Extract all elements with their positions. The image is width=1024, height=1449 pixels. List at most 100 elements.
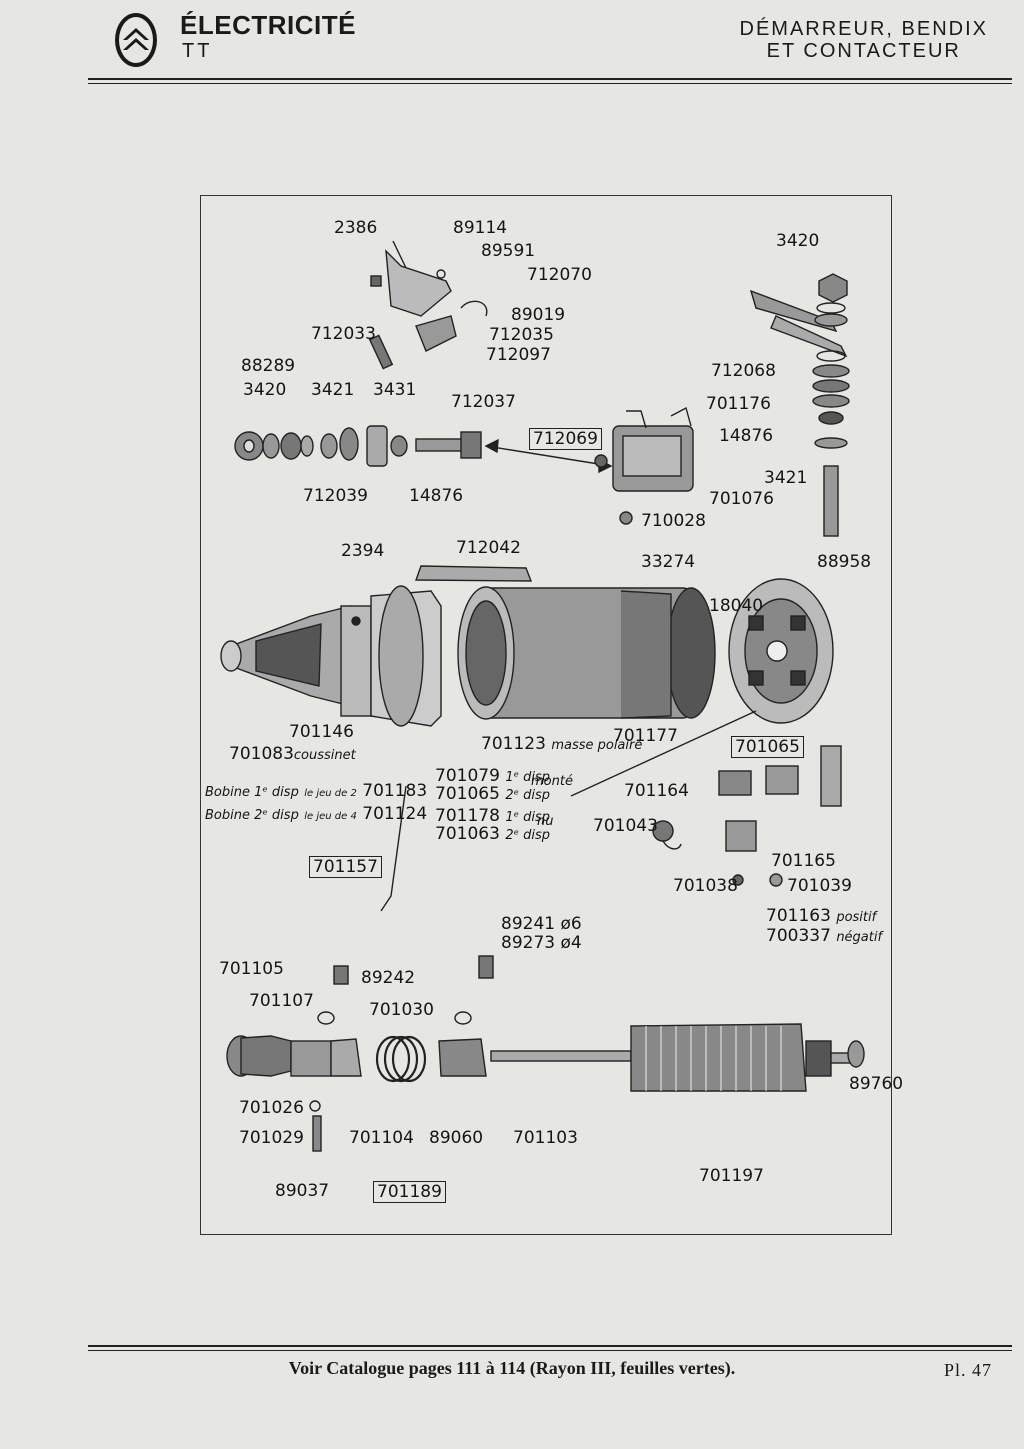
citroen-logo-icon xyxy=(115,13,157,67)
part-712039: 712039 xyxy=(303,486,368,506)
part-18040: 18040 xyxy=(709,596,764,616)
part-701065-number: 701065 xyxy=(435,784,500,804)
part-701163-number: 701163 xyxy=(766,906,831,926)
header-rule-thin xyxy=(88,83,1012,84)
part-89114: 89114 xyxy=(453,218,508,238)
part-89241: 89241 ø6 xyxy=(501,914,582,934)
monte-note: monté xyxy=(531,774,573,789)
section-title: ÉLECTRICITÉ xyxy=(180,10,356,40)
part-88289: 88289 xyxy=(241,356,296,376)
part-701157-box: 701157 xyxy=(309,856,382,878)
part-701123-note: masse polaire xyxy=(551,738,643,753)
part-14876-left: 14876 xyxy=(409,486,464,506)
part-2386: 2386 xyxy=(334,218,378,238)
part-89019: 89019 xyxy=(511,305,566,325)
part-701178-number: 701178 xyxy=(435,806,500,826)
part-700337: 700337 négatif xyxy=(766,926,882,946)
part-712069-box: 712069 xyxy=(529,428,602,450)
part-712042: 712042 xyxy=(456,538,521,558)
bobine-1-label: Bobine 1ᵉ disp xyxy=(205,785,299,800)
part-701043: 701043 xyxy=(593,816,658,836)
bobine-1-number: 701183 xyxy=(362,781,428,801)
part-88958: 88958 xyxy=(817,552,872,572)
part-3420-left: 3420 xyxy=(243,380,287,400)
part-701079-number: 701079 xyxy=(435,766,500,786)
bobine-2-number: 701124 xyxy=(362,804,428,824)
part-710028: 710028 xyxy=(641,511,706,531)
part-701063: 701063 2ᵉ disp xyxy=(435,824,550,844)
part-701063-disp: 2ᵉ disp xyxy=(505,828,551,843)
part-701083: 701083coussinet xyxy=(229,744,356,764)
part-712068: 712068 xyxy=(711,361,776,381)
part-701178: 701178 1ᵉ disp xyxy=(435,806,550,826)
part-33274: 33274 xyxy=(641,552,696,572)
part-89760: 89760 xyxy=(849,1074,904,1094)
part-2394: 2394 xyxy=(341,541,385,561)
model-code: TT xyxy=(182,40,213,62)
part-701107: 701107 xyxy=(249,991,314,1011)
part-701178-disp: 1ᵉ disp xyxy=(505,810,551,825)
part-701063-number: 701063 xyxy=(435,824,500,844)
part-701189-box: 701189 xyxy=(373,1181,446,1203)
part-701176: 701176 xyxy=(706,394,771,414)
part-3421-right: 3421 xyxy=(764,468,808,488)
part-700337-note: négatif xyxy=(836,930,883,945)
part-701146: 701146 xyxy=(289,722,354,742)
footer-rule xyxy=(88,1345,1012,1347)
part-701103: 701103 xyxy=(513,1128,578,1148)
part-701164: 701164 xyxy=(624,781,689,801)
diagram-drawing xyxy=(220,240,865,1152)
part-701079: 701079 1ᵉ disp xyxy=(435,766,550,786)
footer-rule-thin xyxy=(88,1350,1012,1351)
part-701065-disp: 2ᵉ disp xyxy=(505,788,551,803)
part-701083-number: 701083 xyxy=(229,744,294,764)
header-rule xyxy=(88,78,1012,80)
exploded-diagram: 2386 89114 89591 712070 89019 712035 712… xyxy=(200,195,903,1235)
section-heading-line2: ET CONTACTEUR xyxy=(766,40,961,62)
part-3420-right: 3420 xyxy=(776,231,820,251)
plate-number: Pl. 47 xyxy=(943,1360,992,1380)
part-89060: 89060 xyxy=(429,1128,484,1148)
part-700337-number: 700337 xyxy=(766,926,831,946)
part-712033: 712033 xyxy=(311,324,376,344)
part-701104: 701104 xyxy=(349,1128,414,1148)
part-712035: 712035 xyxy=(489,325,554,345)
bobine-2-label: Bobine 2ᵉ disp xyxy=(205,808,299,823)
part-89591: 89591 xyxy=(481,241,536,261)
part-701123-number: 701123 xyxy=(481,734,546,754)
part-701197: 701197 xyxy=(699,1166,764,1186)
part-701065: 701065 2ᵉ disp xyxy=(435,784,550,804)
part-701065-box: 701065 xyxy=(731,736,804,758)
part-712097: 712097 xyxy=(486,345,551,365)
nu-note: nu xyxy=(537,814,554,829)
part-701079-disp: 1ᵉ disp xyxy=(505,770,551,785)
part-701029: 701029 xyxy=(239,1128,304,1148)
part-89242: 89242 xyxy=(361,968,416,988)
bobine-2-row: Bobine 2ᵉ disp le jeu de 4 701124 xyxy=(205,804,427,824)
part-701038: 701038 xyxy=(673,876,738,896)
bobine-1-row: Bobine 1ᵉ disp le jeu de 2 701183 xyxy=(205,781,427,801)
catalogue-reference: Voir Catalogue pages 111 à 114 (Rayon II… xyxy=(288,1358,736,1378)
section-heading: DÉMARREUR, BENDIX ET CONTACTEUR xyxy=(740,18,988,62)
part-701105: 701105 xyxy=(219,959,284,979)
part-701177: 701177 xyxy=(613,726,678,746)
section-heading-line1: DÉMARREUR, BENDIX xyxy=(739,18,988,40)
part-712037: 712037 xyxy=(451,392,516,412)
part-701039: 701039 xyxy=(787,876,852,896)
part-701123: 701123 masse polaire xyxy=(481,734,642,754)
bobine-2-jeu: le jeu de 4 xyxy=(304,811,357,822)
part-89273: 89273 ø4 xyxy=(501,933,582,953)
part-89037: 89037 xyxy=(275,1181,330,1201)
part-712070: 712070 xyxy=(527,265,592,285)
part-701026: 701026 xyxy=(239,1098,304,1118)
part-3421-left: 3421 xyxy=(311,380,355,400)
part-701163-note: positif xyxy=(836,910,877,925)
part-3431: 3431 xyxy=(373,380,417,400)
part-701083-note: coussinet xyxy=(293,748,356,763)
part-14876-right: 14876 xyxy=(719,426,774,446)
part-701163: 701163 positif xyxy=(766,906,876,926)
part-701165: 701165 xyxy=(771,851,836,871)
bobine-1-jeu: le jeu de 2 xyxy=(304,788,357,799)
part-701076: 701076 xyxy=(709,489,774,509)
part-701030: 701030 xyxy=(369,1000,434,1020)
